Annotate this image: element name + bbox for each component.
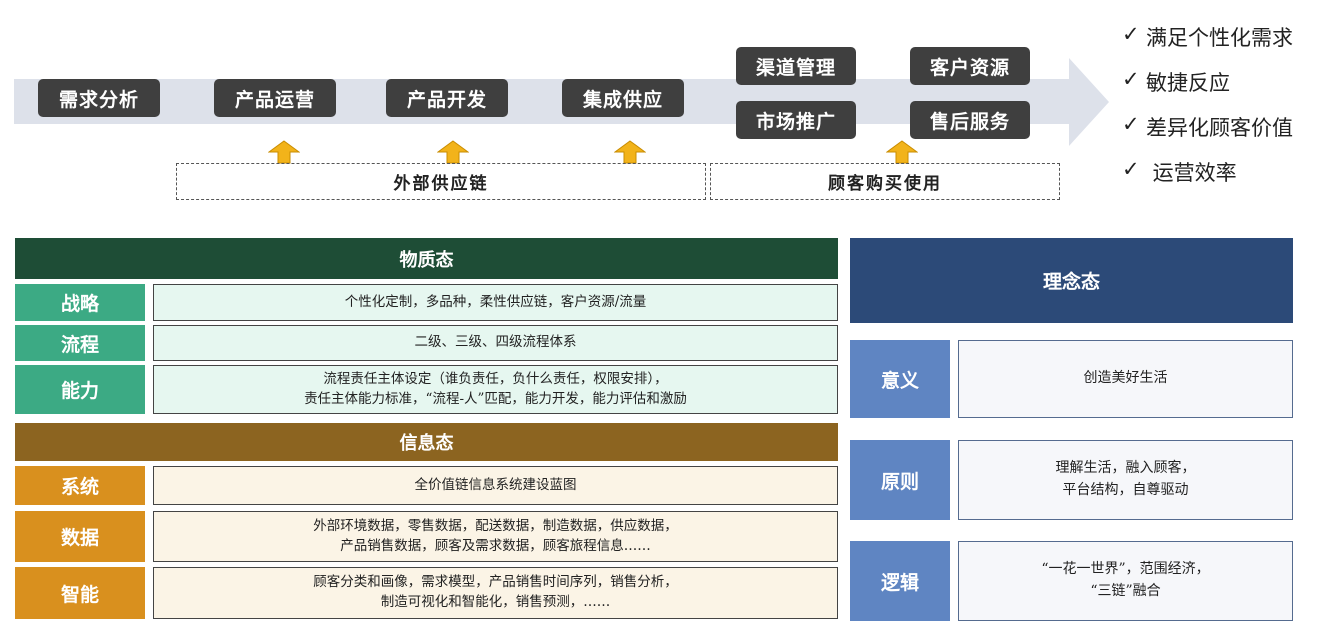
step-marketing: 市场推广: [736, 101, 856, 139]
row-label-system: 系统: [15, 466, 145, 505]
benefit-text: 满足个性化需求: [1146, 26, 1293, 50]
external-supply-chain-label: 外部供应链: [393, 174, 489, 194]
row-label-strategy: 战略: [15, 284, 145, 321]
benefit-text: 敏捷反应: [1146, 71, 1230, 95]
check-icon: ✓: [1122, 157, 1140, 181]
up-arrow-icon: [614, 140, 646, 164]
step-after-sales: 售后服务: [910, 101, 1030, 139]
step-product-operation: 产品运营: [214, 79, 336, 117]
benefit-text: 运营效率: [1146, 161, 1237, 185]
row-label-capability: 能力: [15, 365, 145, 414]
row-label-data: 数据: [15, 511, 145, 562]
customer-purchase-box: 顾客购买使用: [710, 163, 1060, 200]
row-content-strategy: 个性化定制，多品种，柔性供应链，客户资源/流量: [153, 284, 838, 321]
ideology-state-header: 理念态: [850, 238, 1293, 323]
external-supply-chain-box: 外部供应链: [176, 163, 706, 200]
material-state-title: 物质态: [399, 249, 454, 271]
info-state-title: 信息态: [399, 433, 454, 454]
customer-purchase-label: 顾客购买使用: [828, 174, 942, 194]
ideo-content-principle: 理解生活，融入顾客， 平台结构，自尊驱动: [958, 440, 1293, 520]
ideo-content-logic: “一花一世界”，范围经济， “三链”融合: [958, 541, 1293, 621]
check-icon: ✓: [1122, 22, 1140, 46]
ideo-label-principle: 原则: [850, 440, 950, 520]
step-demand-analysis: 需求分析: [38, 79, 160, 117]
up-arrow-icon: [437, 140, 469, 164]
row-content-intelligence: 顾客分类和画像，需求模型，产品销售时间序列，销售分析， 制造可视化和智能化，销售…: [153, 567, 838, 619]
benefit-item: ✓敏捷反应: [1122, 67, 1293, 112]
up-arrow-icon: [268, 140, 300, 164]
row-content-data: 外部环境数据，零售数据，配送数据，制造数据，供应数据， 产品销售数据，顾客及需求…: [153, 511, 838, 562]
ideo-label-meaning: 意义: [850, 340, 950, 418]
row-content-process: 二级、三级、四级流程体系: [153, 325, 838, 361]
step-integrated-supply: 集成供应: [562, 79, 684, 117]
ideo-content-meaning: 创造美好生活: [958, 340, 1293, 418]
row-label-process: 流程: [15, 325, 145, 361]
step-customer-resources: 客户资源: [910, 47, 1030, 85]
step-channel-management: 渠道管理: [736, 47, 856, 85]
row-content-system: 全价值链信息系统建设蓝图: [153, 466, 838, 505]
check-icon: ✓: [1122, 67, 1140, 91]
row-content-capability: 流程责任主体设定（谁负责任，负什么责任，权限安排）， 责任主体能力标准，“流程-…: [153, 365, 838, 414]
row-label-intelligence: 智能: [15, 567, 145, 619]
benefits-list: ✓满足个性化需求 ✓敏捷反应 ✓差异化顾客价值 ✓ 运营效率: [1122, 22, 1293, 202]
step-product-development: 产品开发: [386, 79, 508, 117]
benefit-item: ✓差异化顾客价值: [1122, 112, 1293, 157]
ideo-label-logic: 逻辑: [850, 541, 950, 621]
check-icon: ✓: [1122, 112, 1140, 136]
info-state-header: 信息态: [15, 423, 838, 461]
up-arrow-icon: [886, 140, 918, 164]
benefit-text: 差异化顾客价值: [1146, 116, 1293, 140]
benefit-item: ✓满足个性化需求: [1122, 22, 1293, 67]
benefit-item: ✓ 运营效率: [1122, 157, 1293, 202]
material-state-header: 物质态: [15, 238, 838, 279]
ideology-state-title: 理念态: [1042, 271, 1100, 293]
